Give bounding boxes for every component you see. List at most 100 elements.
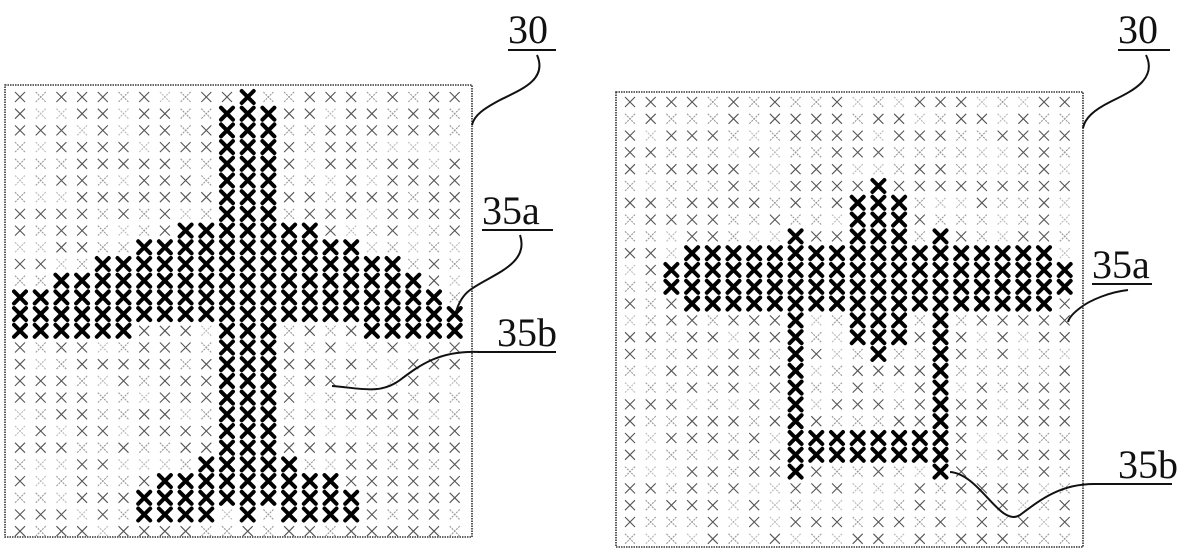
dark-pixel-cross — [787, 362, 804, 379]
light-pixel-cross — [1059, 214, 1071, 225]
light-pixel-cross — [200, 325, 212, 337]
light-pixel-cross — [1017, 163, 1029, 175]
light-pixel-cross — [200, 108, 212, 120]
dark-pixel-cross — [239, 172, 256, 189]
light-pixel-cross — [76, 175, 88, 186]
dark-pixel-cross — [787, 245, 804, 262]
light-pixel-cross — [56, 141, 67, 153]
light-pixel-cross — [35, 258, 47, 270]
dark-pixel-cross — [973, 262, 990, 278]
light-pixel-cross — [138, 342, 150, 353]
light-pixel-cross — [1059, 516, 1071, 528]
dark-pixel-cross — [322, 289, 339, 306]
dark-pixel-cross — [808, 430, 825, 446]
light-pixel-cross — [810, 315, 822, 326]
light-pixel-cross — [304, 392, 316, 403]
light-pixel-cross — [56, 408, 67, 420]
light-pixel-cross — [345, 392, 357, 403]
light-pixel-cross — [56, 459, 67, 470]
dark-pixel-cross — [301, 222, 318, 239]
light-pixel-cross — [852, 399, 864, 410]
light-pixel-cross — [76, 158, 88, 170]
light-pixel-cross — [976, 483, 988, 494]
display-frame-30 — [4, 84, 473, 538]
dark-pixel-cross — [198, 289, 215, 306]
dark-pixel-cross — [301, 289, 318, 306]
light-pixel-cross — [997, 382, 1008, 393]
dark-pixel-cross — [260, 456, 277, 473]
dark-pixel-cross — [787, 430, 804, 446]
light-pixel-cross — [407, 408, 419, 420]
dark-pixel-cross — [1036, 262, 1052, 278]
dark-pixel-cross — [446, 322, 463, 339]
light-pixel-cross — [852, 499, 864, 511]
light-pixel-cross — [76, 509, 88, 520]
light-pixel-cross — [200, 158, 212, 170]
light-pixel-cross — [666, 415, 677, 427]
light-pixel-cross — [35, 125, 47, 136]
light-pixel-cross — [407, 258, 419, 270]
light-pixel-cross — [728, 415, 739, 427]
light-pixel-cross — [35, 158, 47, 170]
light-pixel-cross — [769, 365, 781, 377]
light-pixel-cross — [893, 382, 905, 393]
dark-pixel-cross — [746, 245, 763, 262]
light-pixel-cross — [976, 214, 988, 225]
dark-pixel-cross — [405, 306, 422, 323]
light-pixel-cross — [1017, 399, 1029, 410]
light-pixel-cross — [852, 147, 864, 158]
light-pixel-cross — [976, 331, 988, 343]
dark-pixel-cross — [239, 406, 256, 423]
light-pixel-cross — [325, 158, 336, 170]
dark-pixel-cross — [260, 439, 277, 456]
light-pixel-cross — [76, 241, 88, 253]
light-pixel-cross — [1038, 449, 1050, 461]
dark-pixel-cross — [663, 278, 680, 295]
light-pixel-cross — [728, 147, 739, 158]
light-pixel-cross — [304, 425, 316, 437]
light-pixel-cross — [748, 214, 760, 225]
light-pixel-cross — [118, 459, 129, 470]
light-pixel-cross — [1017, 449, 1029, 461]
light-pixel-cross — [97, 191, 109, 203]
dark-pixel-cross — [870, 430, 887, 446]
dark-pixel-cross — [260, 105, 277, 122]
light-pixel-cross — [893, 96, 905, 108]
light-pixel-cross — [118, 525, 129, 537]
light-pixel-cross — [387, 509, 398, 520]
light-pixel-cross — [387, 91, 398, 103]
dark-pixel-cross — [239, 289, 256, 306]
light-pixel-cross — [1038, 331, 1050, 343]
light-pixel-cross — [1059, 130, 1071, 141]
dark-pixel-cross — [973, 245, 990, 262]
dark-pixel-cross — [198, 239, 215, 256]
light-pixel-cross — [893, 399, 905, 410]
light-pixel-cross — [645, 315, 657, 326]
light-pixel-cross — [976, 231, 988, 242]
light-pixel-cross — [852, 96, 864, 108]
light-pixel-cross — [831, 214, 843, 225]
dark-pixel-cross — [239, 473, 256, 490]
dark-pixel-cross — [53, 272, 70, 289]
dark-pixel-cross — [343, 306, 360, 323]
dark-pixel-cross — [156, 239, 173, 256]
light-pixel-cross — [748, 499, 760, 511]
light-pixel-cross — [159, 191, 171, 203]
light-pixel-cross — [769, 214, 781, 225]
dark-pixel-cross — [53, 289, 70, 306]
dark-pixel-cross — [704, 278, 721, 295]
dark-pixel-cross — [343, 489, 360, 506]
light-pixel-cross — [283, 158, 295, 170]
dark-pixel-cross — [891, 245, 908, 262]
light-pixel-cross — [97, 375, 109, 387]
light-pixel-cross — [345, 158, 357, 170]
light-pixel-cross — [366, 241, 378, 253]
dark-pixel-cross — [198, 506, 215, 523]
light-pixel-cross — [852, 113, 864, 125]
dark-pixel-cross — [911, 262, 928, 278]
light-pixel-cross — [624, 331, 636, 343]
light-pixel-cross — [387, 525, 398, 537]
light-pixel-cross — [976, 180, 988, 192]
dark-pixel-cross — [115, 322, 132, 339]
dark-pixel-cross — [219, 406, 235, 423]
